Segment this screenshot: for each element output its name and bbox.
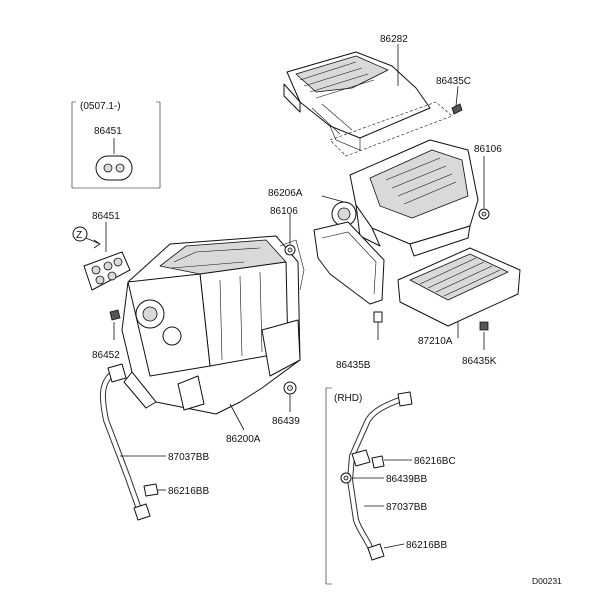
screw-86435C [451, 103, 463, 115]
label-86282: 86282 [380, 34, 408, 45]
label-86216BC-rhd: 86216BC [414, 456, 456, 467]
heater-unit-part [121, 235, 305, 415]
label-86451-box: 86451 [94, 126, 122, 137]
label-87210A: 87210A [418, 336, 453, 347]
view-marker: Z [76, 230, 82, 241]
diagram-code: D00231 [532, 576, 562, 586]
label-86452: 86452 [92, 350, 120, 361]
drain-hose-part [99, 363, 151, 521]
label-87037BB: 87037BB [168, 452, 209, 463]
grommet-86106-mid [284, 244, 296, 256]
label-86206A: 86206A [268, 188, 303, 199]
air-filter-part [397, 247, 521, 327]
label-86435B: 86435B [336, 360, 371, 371]
variant-note: (0507.1-) [80, 101, 121, 112]
variant-box: (0507.1-) 86451 [71, 101, 161, 189]
label-86439: 86439 [272, 416, 300, 427]
label-86106-top: 86106 [474, 144, 502, 155]
label-86451: 86451 [92, 211, 120, 222]
grommet-86106-top [478, 208, 490, 220]
screw-86452 [109, 309, 121, 321]
leader-lines [105, 44, 485, 549]
label-86439BB-rhd: 86439BB [386, 474, 427, 485]
rhd-box: (RHD) [325, 387, 413, 585]
grommet-86439 [283, 381, 297, 395]
rhd-note: (RHD) [334, 393, 362, 404]
label-86106-mid: 86106 [270, 206, 298, 217]
label-86216BB-rhd: 86216BB [406, 540, 447, 551]
blower-cover-part [283, 51, 431, 151]
screw-86435B [373, 311, 383, 323]
switch-panel-part: Z [72, 226, 131, 291]
blower-unit-part [331, 139, 479, 257]
label-86435C: 86435C [436, 76, 471, 87]
dashed-outline-top [329, 101, 453, 157]
label-87037BB-rhd: 87037BB [386, 502, 427, 513]
screw-86435K [479, 321, 489, 331]
clip-86216BB [143, 483, 159, 497]
label-86216BB: 86216BB [168, 486, 209, 497]
intake-duct-part [313, 221, 385, 305]
label-86200A: 86200A [226, 434, 261, 445]
part-labels: 86282 86435C 86106 86206A 86106 86451 86… [92, 34, 562, 586]
label-86435K: 86435K [462, 356, 497, 367]
